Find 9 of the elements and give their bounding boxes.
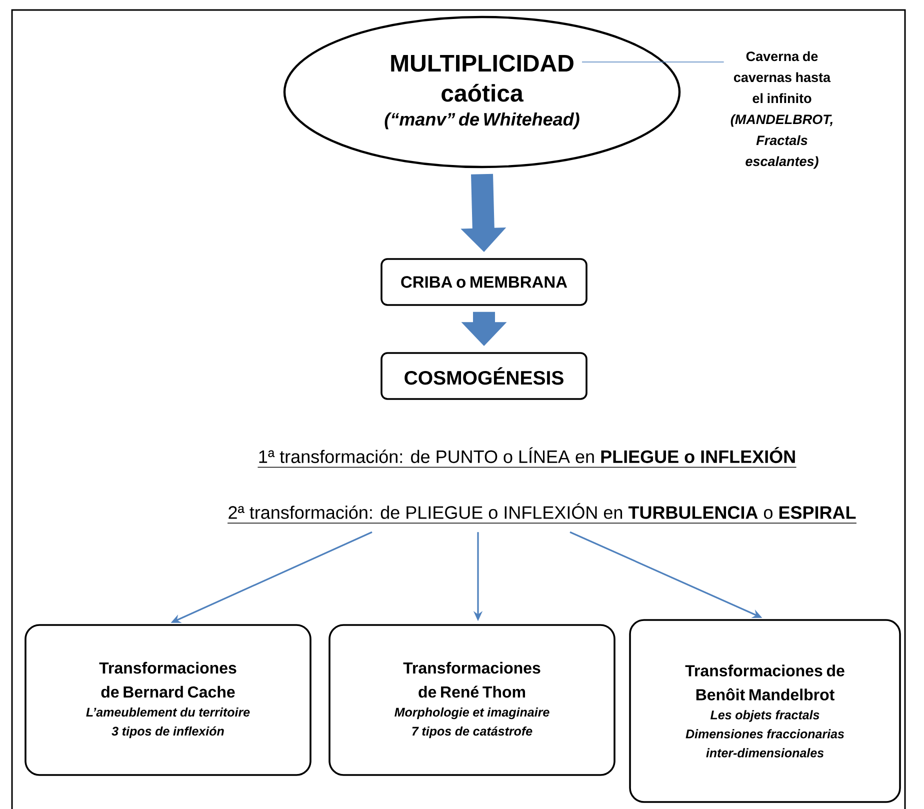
- result-box: Transformaciones de Bernard Cache L’ameublement du territoire 3 tipos de inflexión: [24, 624, 312, 776]
- transformation-line: 1ª transformación: de PUNTO o LÍNEA en PLIEGUE o INFLEXIÓN: [259, 446, 795, 464]
- transformation-line: 2ª transformación: de PLIEGUE o INFLEXIÓN en TURBULENCIA o ESPIRAL: [228, 503, 856, 519]
- process-box: COSMOGÉNESIS: [380, 352, 588, 400]
- process-box: CRIBA o MEMBRANA: [380, 258, 588, 306]
- ellipse-node: MULTIPLICIDAD caótica (“manv” de Whitehead): [283, 16, 681, 168]
- side-note: Caverna de cavernas hasta el infinito (MANDELBROT, Fractals escalantes): [730, 51, 832, 169]
- result-box: Transformaciones de Benôit Mandelbrot Les objets fractals Dimensiones fraccionarias inter-dimensionales: [629, 619, 901, 803]
- result-box: Transformaciones de René Thom Morphologie et imaginaire 7 tipos de catástrofe: [328, 624, 616, 776]
